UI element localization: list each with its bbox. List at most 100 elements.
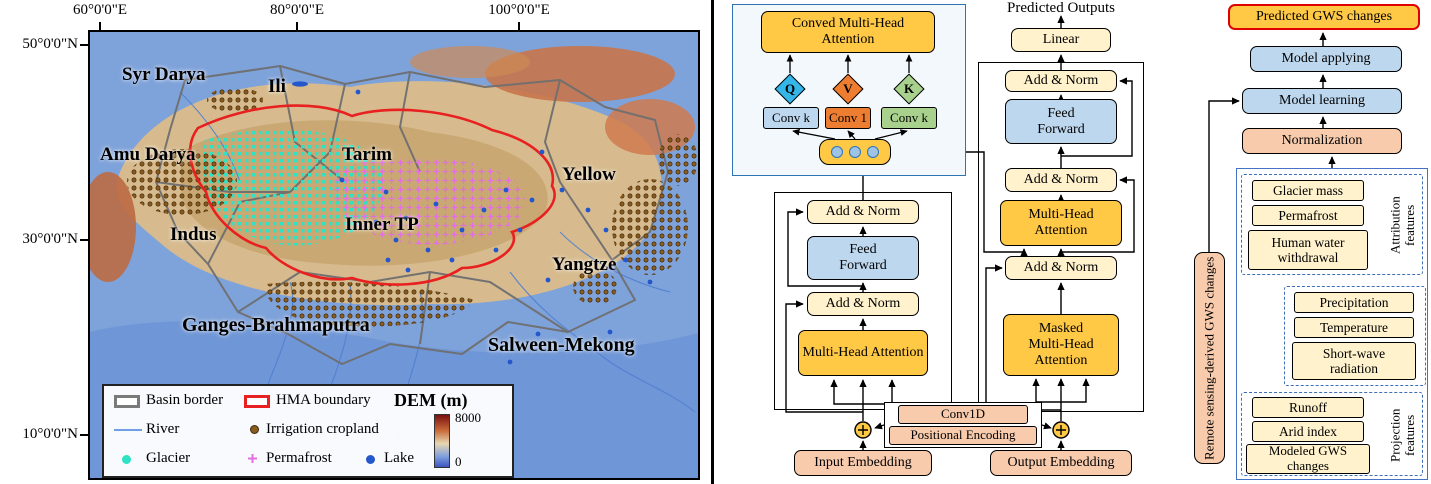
glacier-layer [198,129,383,246]
attribution-group [1241,174,1423,275]
decoder-add-norm-top: Add & Norm [1005,70,1117,92]
q-diamond: Q [774,73,806,105]
conv-1-box: Conv 1 [825,107,871,129]
human-water-withdrawal-box: Human water withdrawal [1248,230,1368,270]
conv-k-right-box: Conv k [881,107,937,129]
encoder-feed-forward: Feed Forward [807,236,919,280]
legend-glacier-label: Glacier [146,450,191,466]
sequence-circle [867,146,879,158]
y-tick-10n: 10°0'0"N [22,426,78,442]
encoder-frame [774,192,952,410]
inset-arrows [786,54,913,140]
permafrost-icon [248,454,257,463]
q-label: Q [784,81,796,96]
conved-mha-box: Conved Multi-Head Attention [761,11,935,53]
irrigation-cropland-icon [250,425,259,434]
cropland-layer [127,149,237,215]
modeled-gws-changes-box: Modeled GWS changes [1246,444,1370,474]
hma-boundary-icon [244,395,270,408]
tick-mark [80,434,88,436]
flowchart-arrows [1208,32,1336,252]
conv1d-box: Conv1D [898,405,1028,424]
basin-border-icon [114,395,140,408]
encoder-add-icon [854,421,872,439]
x-tick-60e: 60°0'0"E [73,2,127,18]
legend-lake-label: Lake [384,450,414,466]
precipitation-box: Precipitation [1294,292,1414,313]
sequence-circle [849,146,861,158]
k-diamond: K [893,73,925,105]
glacier-mass-box: Glacier mass [1252,180,1364,201]
v-diamond: V [832,73,864,105]
features-outer-box [1236,168,1428,480]
terrain-patch [410,46,530,78]
decoder-add-norm-bottom: Add & Norm [1005,256,1117,280]
y-tick-30n: 30°0'0"N [22,231,78,247]
region-label-yellow: Yellow [562,164,616,185]
decoder-add-icon [1052,421,1070,439]
temperature-box: Temperature [1294,317,1414,338]
linear-box: Linear [1011,28,1111,52]
map-legend: Basin border HMA boundary DEM (m) River … [102,384,514,478]
decoder-frame [978,62,1144,412]
arid-index-box: Arid index [1252,421,1364,442]
permafrost-layer [330,157,526,245]
model-applying-box: Model applying [1250,46,1402,72]
map-frame: Syr Darya Ili Amu Darya Tarim Indus Inne… [88,30,700,480]
region-label-yangtze: Yangtze [552,254,617,275]
encoder-add-norm-bottom: Add & Norm [807,292,919,316]
v-label: V [843,81,853,96]
x-tick-80e: 80°0'0"E [270,2,324,18]
dem-max-label: 8000 [455,410,481,425]
model-learning-box: Model learning [1242,88,1402,114]
cropland-layer [612,179,688,275]
terrain-patch [90,172,136,282]
legend-river-label: River [146,421,180,437]
region-label-amu-darya: Amu Darya [100,144,196,165]
decoder-feed-forward: Feed Forward [1005,99,1117,144]
region-label-syr-darya: Syr Darya [122,64,206,85]
masked-mha-box: Masked Multi-Head Attention [1003,314,1119,376]
tick-mark [80,239,88,241]
legend-basin-border-label: Basin border [146,392,224,408]
lakes-layer [292,81,653,365]
cropland-layer [264,281,475,327]
flowchart-panel: Predicted GWS changes Model applying Mod… [1192,0,1431,484]
glacier-icon [122,455,131,464]
encoder-add-norm-top: Add & Norm [807,200,919,224]
conved-attention-inset: Conved Multi-Head Attention Q V K Conv k… [732,4,966,176]
output-embedding-box: Output Embedding [990,450,1132,476]
region-label-inner-tp: Inner TP [345,214,419,235]
sequence-circle [831,146,843,158]
attribution-features-label: Attribution features [1387,196,1417,254]
region-label-tarim: Tarim [342,144,392,165]
dem-colorbar [434,414,450,468]
normalization-box: Normalization [1242,128,1402,154]
region-label-ili: Ili [268,76,286,97]
positional-encoding-box: Positional Encoding [889,426,1037,445]
tick-mark [99,22,101,30]
tick-mark [80,44,88,46]
lake-icon [366,455,375,464]
hma-boundary-line [188,104,556,286]
region-label-ganges-brahmaputra: Ganges-Brahmaputra [182,314,370,336]
cropland-layer [573,269,617,305]
predicted-outputs-label: Predicted Outputs [1007,0,1115,16]
input-embedding-box: Input Embedding [794,450,932,476]
conv-k-left-box: Conv k [763,107,819,129]
region-label-indus: Indus [170,224,217,245]
legend-hma-boundary-label: HMA boundary [276,392,371,408]
projection-group [1241,392,1423,476]
legend-permafrost-label: Permafrost [266,450,332,466]
terrain-patch [485,46,675,102]
dem-min-label: 0 [455,454,462,469]
tick-mark [296,22,298,30]
cropland-layer [207,87,263,113]
panel-divider [711,0,714,484]
region-label-salween-mekong: Salween-Mekong [488,334,635,356]
tick-mark [518,22,520,30]
encoder-mha-box: Multi-Head Attention [798,330,928,376]
river-icon [114,429,142,431]
map-canvas [90,32,698,478]
permafrost-box: Permafrost [1252,205,1364,226]
